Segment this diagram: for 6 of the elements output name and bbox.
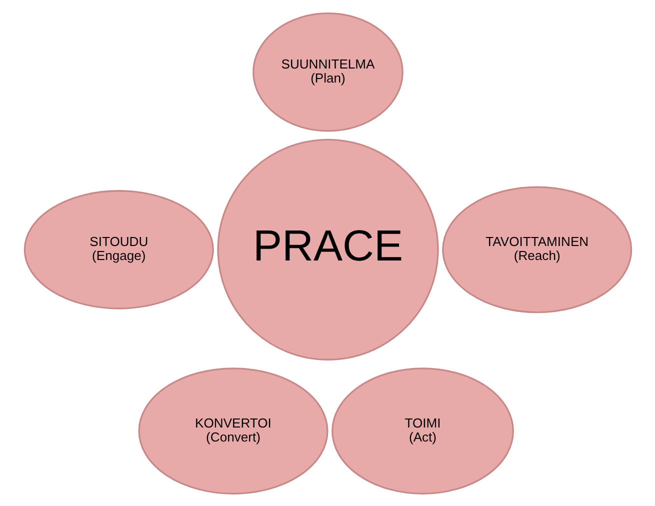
node-ellipse: TAVOITTAMINEN (Reach) xyxy=(442,186,632,313)
node-ellipse: TOIMI (Act) xyxy=(331,367,514,494)
node-ellipse: SITOUDU (Engage) xyxy=(23,190,214,309)
node-ellipse: SUUNNITELMA (Plan) xyxy=(252,12,403,132)
node-circle: PRACE xyxy=(216,138,438,360)
node-ellipse: KONVERTOI (Convert) xyxy=(138,367,328,494)
